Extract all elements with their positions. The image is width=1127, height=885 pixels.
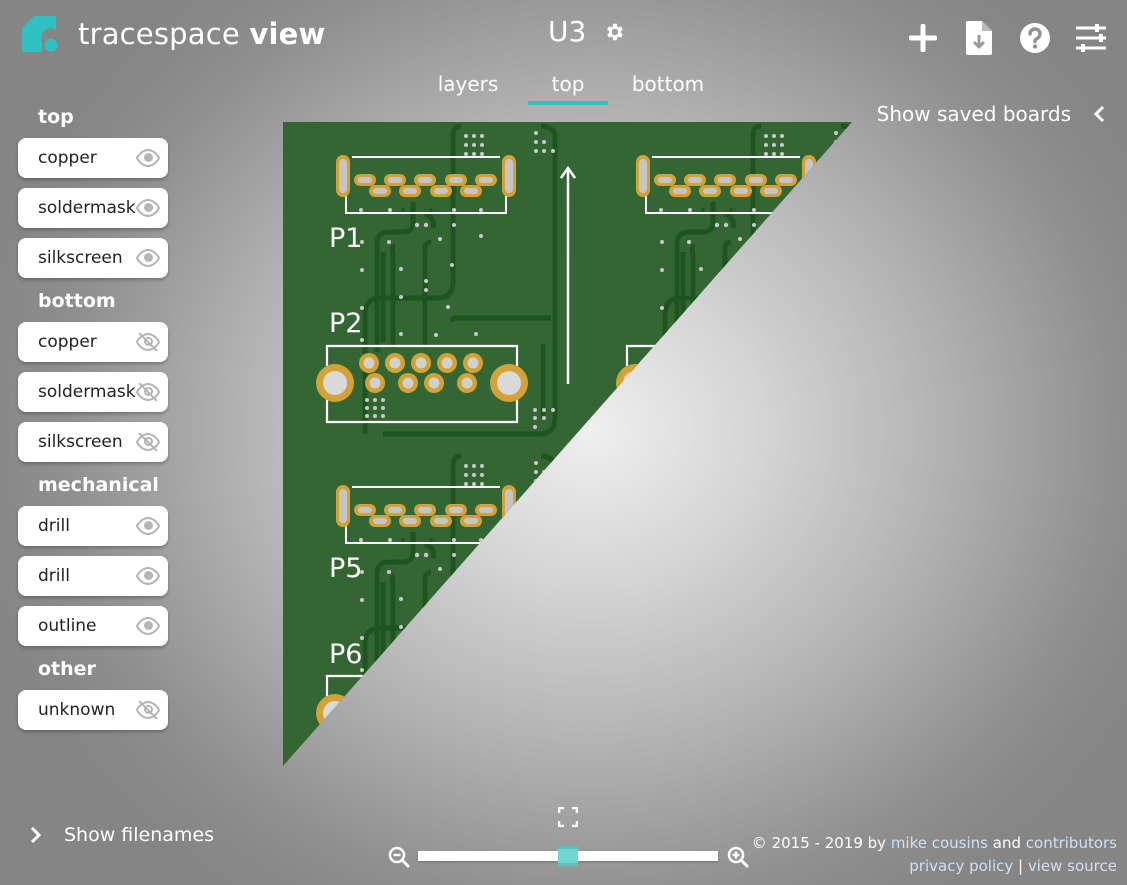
eye-slash-icon[interactable] bbox=[136, 433, 160, 451]
eye-icon[interactable] bbox=[136, 199, 160, 217]
layer-label: unknown bbox=[38, 700, 116, 720]
tab-layers[interactable]: layers bbox=[437, 72, 499, 96]
show-filenames-label: Show filenames bbox=[64, 824, 215, 846]
settings-button[interactable] bbox=[1073, 20, 1109, 56]
show-filenames-button[interactable]: Show filenames bbox=[30, 824, 214, 846]
layer-toggle-outline[interactable]: outline bbox=[18, 606, 168, 646]
chevron-left-icon bbox=[1093, 105, 1105, 123]
layer-toggle-bottom-silkscreen[interactable]: silkscreen bbox=[18, 422, 168, 462]
copyright-text: © 2015 - 2019 by bbox=[751, 834, 887, 852]
footer: © 2015 - 2019 by mike cousins and contri… bbox=[752, 832, 1117, 878]
layer-group-title-top: top bbox=[38, 106, 74, 128]
layer-label: silkscreen bbox=[38, 248, 123, 268]
layer-group-title-other: other bbox=[38, 658, 96, 680]
layer-group-title-bottom: bottom bbox=[38, 290, 116, 312]
sliders-icon bbox=[1076, 24, 1106, 52]
eye-icon[interactable] bbox=[136, 617, 160, 635]
board-title-area: U3 bbox=[548, 15, 626, 48]
eye-slash-icon[interactable] bbox=[136, 701, 160, 719]
help-button[interactable] bbox=[1017, 20, 1053, 56]
layer-toggle-top-copper[interactable]: copper bbox=[18, 138, 168, 178]
top-actions bbox=[905, 20, 1109, 56]
layer-label: soldermask bbox=[38, 198, 136, 218]
eye-slash-icon[interactable] bbox=[136, 383, 160, 401]
saved-boards-label: Show saved boards bbox=[876, 102, 1071, 126]
layer-group-title-mechanical: mechanical bbox=[38, 474, 159, 496]
plus-icon bbox=[909, 24, 937, 52]
layer-toggle-top-silkscreen[interactable]: silkscreen bbox=[18, 238, 168, 278]
chevron-right-icon bbox=[30, 826, 42, 844]
show-saved-boards-button[interactable]: Show saved boards bbox=[877, 102, 1105, 126]
silk-label-p1: P1 bbox=[329, 223, 362, 254]
tab-top[interactable]: top bbox=[528, 72, 608, 105]
layer-toggle-bottom-soldermask[interactable]: soldermask bbox=[18, 372, 168, 412]
view-source-link[interactable]: view source bbox=[1027, 857, 1117, 875]
eye-icon[interactable] bbox=[136, 517, 160, 535]
gear-icon[interactable] bbox=[604, 21, 626, 43]
tab-bottom[interactable]: bottom bbox=[631, 72, 705, 96]
layer-toggle-drill-2[interactable]: drill bbox=[18, 556, 168, 596]
board-name: U3 bbox=[548, 15, 587, 48]
layer-label: outline bbox=[38, 616, 97, 636]
eye-slash-icon[interactable] bbox=[136, 333, 160, 351]
and-text: and bbox=[992, 834, 1021, 852]
silk-label-p5: P5 bbox=[329, 553, 362, 584]
view-tabs: layers top bottom bbox=[430, 72, 708, 105]
contributors-link[interactable]: contributors bbox=[1025, 834, 1117, 852]
layer-label: copper bbox=[38, 148, 97, 168]
eye-icon[interactable] bbox=[136, 249, 160, 267]
privacy-policy-link[interactable]: privacy policy bbox=[909, 857, 1014, 875]
layer-toggle-unknown[interactable]: unknown bbox=[18, 690, 168, 730]
fullscreen-icon[interactable] bbox=[558, 807, 578, 827]
layer-toggle-bottom-copper[interactable]: copper bbox=[18, 322, 168, 362]
layer-toggle-top-soldermask[interactable]: soldermask bbox=[18, 188, 168, 228]
layer-toggle-drill-1[interactable]: drill bbox=[18, 506, 168, 546]
eye-icon[interactable] bbox=[136, 149, 160, 167]
brand[interactable]: tracespace view bbox=[22, 16, 325, 52]
layer-label: copper bbox=[38, 332, 97, 352]
file-download-icon bbox=[966, 21, 992, 55]
tracespace-logo-icon bbox=[22, 16, 58, 52]
download-button[interactable] bbox=[961, 20, 997, 56]
layer-label: silkscreen bbox=[38, 432, 123, 452]
author-link[interactable]: mike cousins bbox=[890, 834, 988, 852]
footer-separator: | bbox=[1018, 857, 1024, 875]
layer-label: drill bbox=[38, 566, 70, 586]
zoom-in-icon[interactable] bbox=[727, 846, 749, 868]
layers-sidebar: top copper soldermask silkscreen bottom … bbox=[18, 104, 168, 740]
layer-label: drill bbox=[38, 516, 70, 536]
help-icon bbox=[1020, 23, 1050, 53]
silk-label-p6: P6 bbox=[329, 639, 362, 670]
pcb-render[interactable]: P1 P2 P5 P6 bbox=[283, 122, 852, 766]
zoom-out-icon[interactable] bbox=[388, 846, 410, 868]
eye-icon[interactable] bbox=[136, 567, 160, 585]
add-board-button[interactable] bbox=[905, 20, 941, 56]
silk-label-p2: P2 bbox=[329, 308, 362, 339]
layer-label: soldermask bbox=[38, 382, 136, 402]
zoom-slider-thumb[interactable] bbox=[558, 846, 578, 866]
app-title: tracespace view bbox=[78, 17, 326, 51]
